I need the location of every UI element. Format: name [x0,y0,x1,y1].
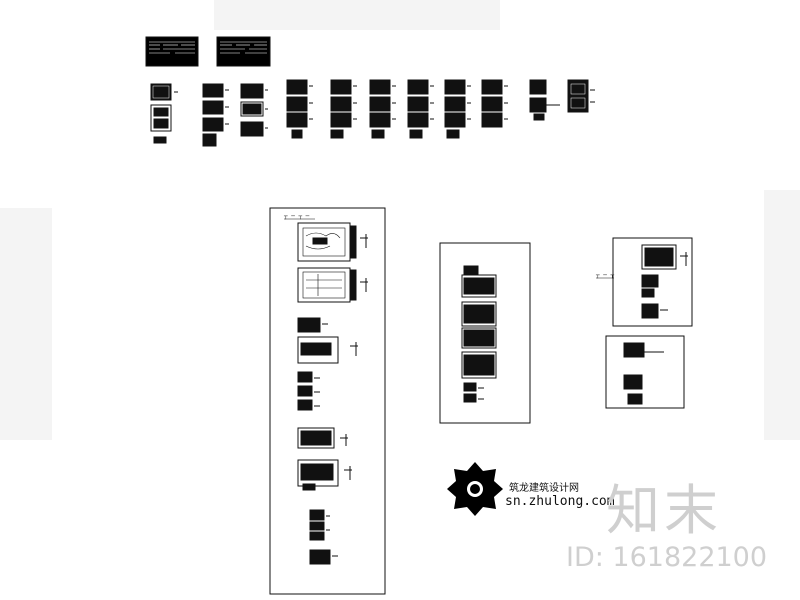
thumbnail-column-2 [202,83,268,147]
thumbnail-column-4 [330,79,357,139]
sheet-frame-right-top [596,237,693,327]
thumbnail-column-10 [567,79,595,113]
faint-band-right [764,190,800,440]
watermark-logo-text: 知末 [606,479,722,542]
site-url[interactable]: sn.zhulong.com [505,494,615,509]
thumbnail-column-7 [444,79,471,139]
thumbnail-column-8 [481,79,508,128]
sheet-frame-left [269,207,386,595]
faint-band-top [214,0,500,30]
left-frame-label: ┬ ─ ┬ ─ [284,213,310,220]
thumbnail-column-6 [407,79,434,139]
thumbnail-column-1 [150,83,178,144]
sheet-frame-middle [439,242,531,424]
title-block-1 [145,36,199,67]
site-name-cn: 筑龙建筑设计网 [509,483,579,494]
thumbnail-column-9 [529,79,560,121]
title-block-2 [216,36,271,67]
thumbnail-column-5 [369,79,396,139]
sheet-frame-right-bottom [605,335,685,409]
thumbnail-column-3 [286,79,313,139]
right-frame-label: ┬ ─ ┬ [596,272,615,279]
watermark-id-text: ID: 161822100 [566,542,768,573]
zhulong-star-logo [447,462,503,516]
faint-band-left [0,208,52,440]
